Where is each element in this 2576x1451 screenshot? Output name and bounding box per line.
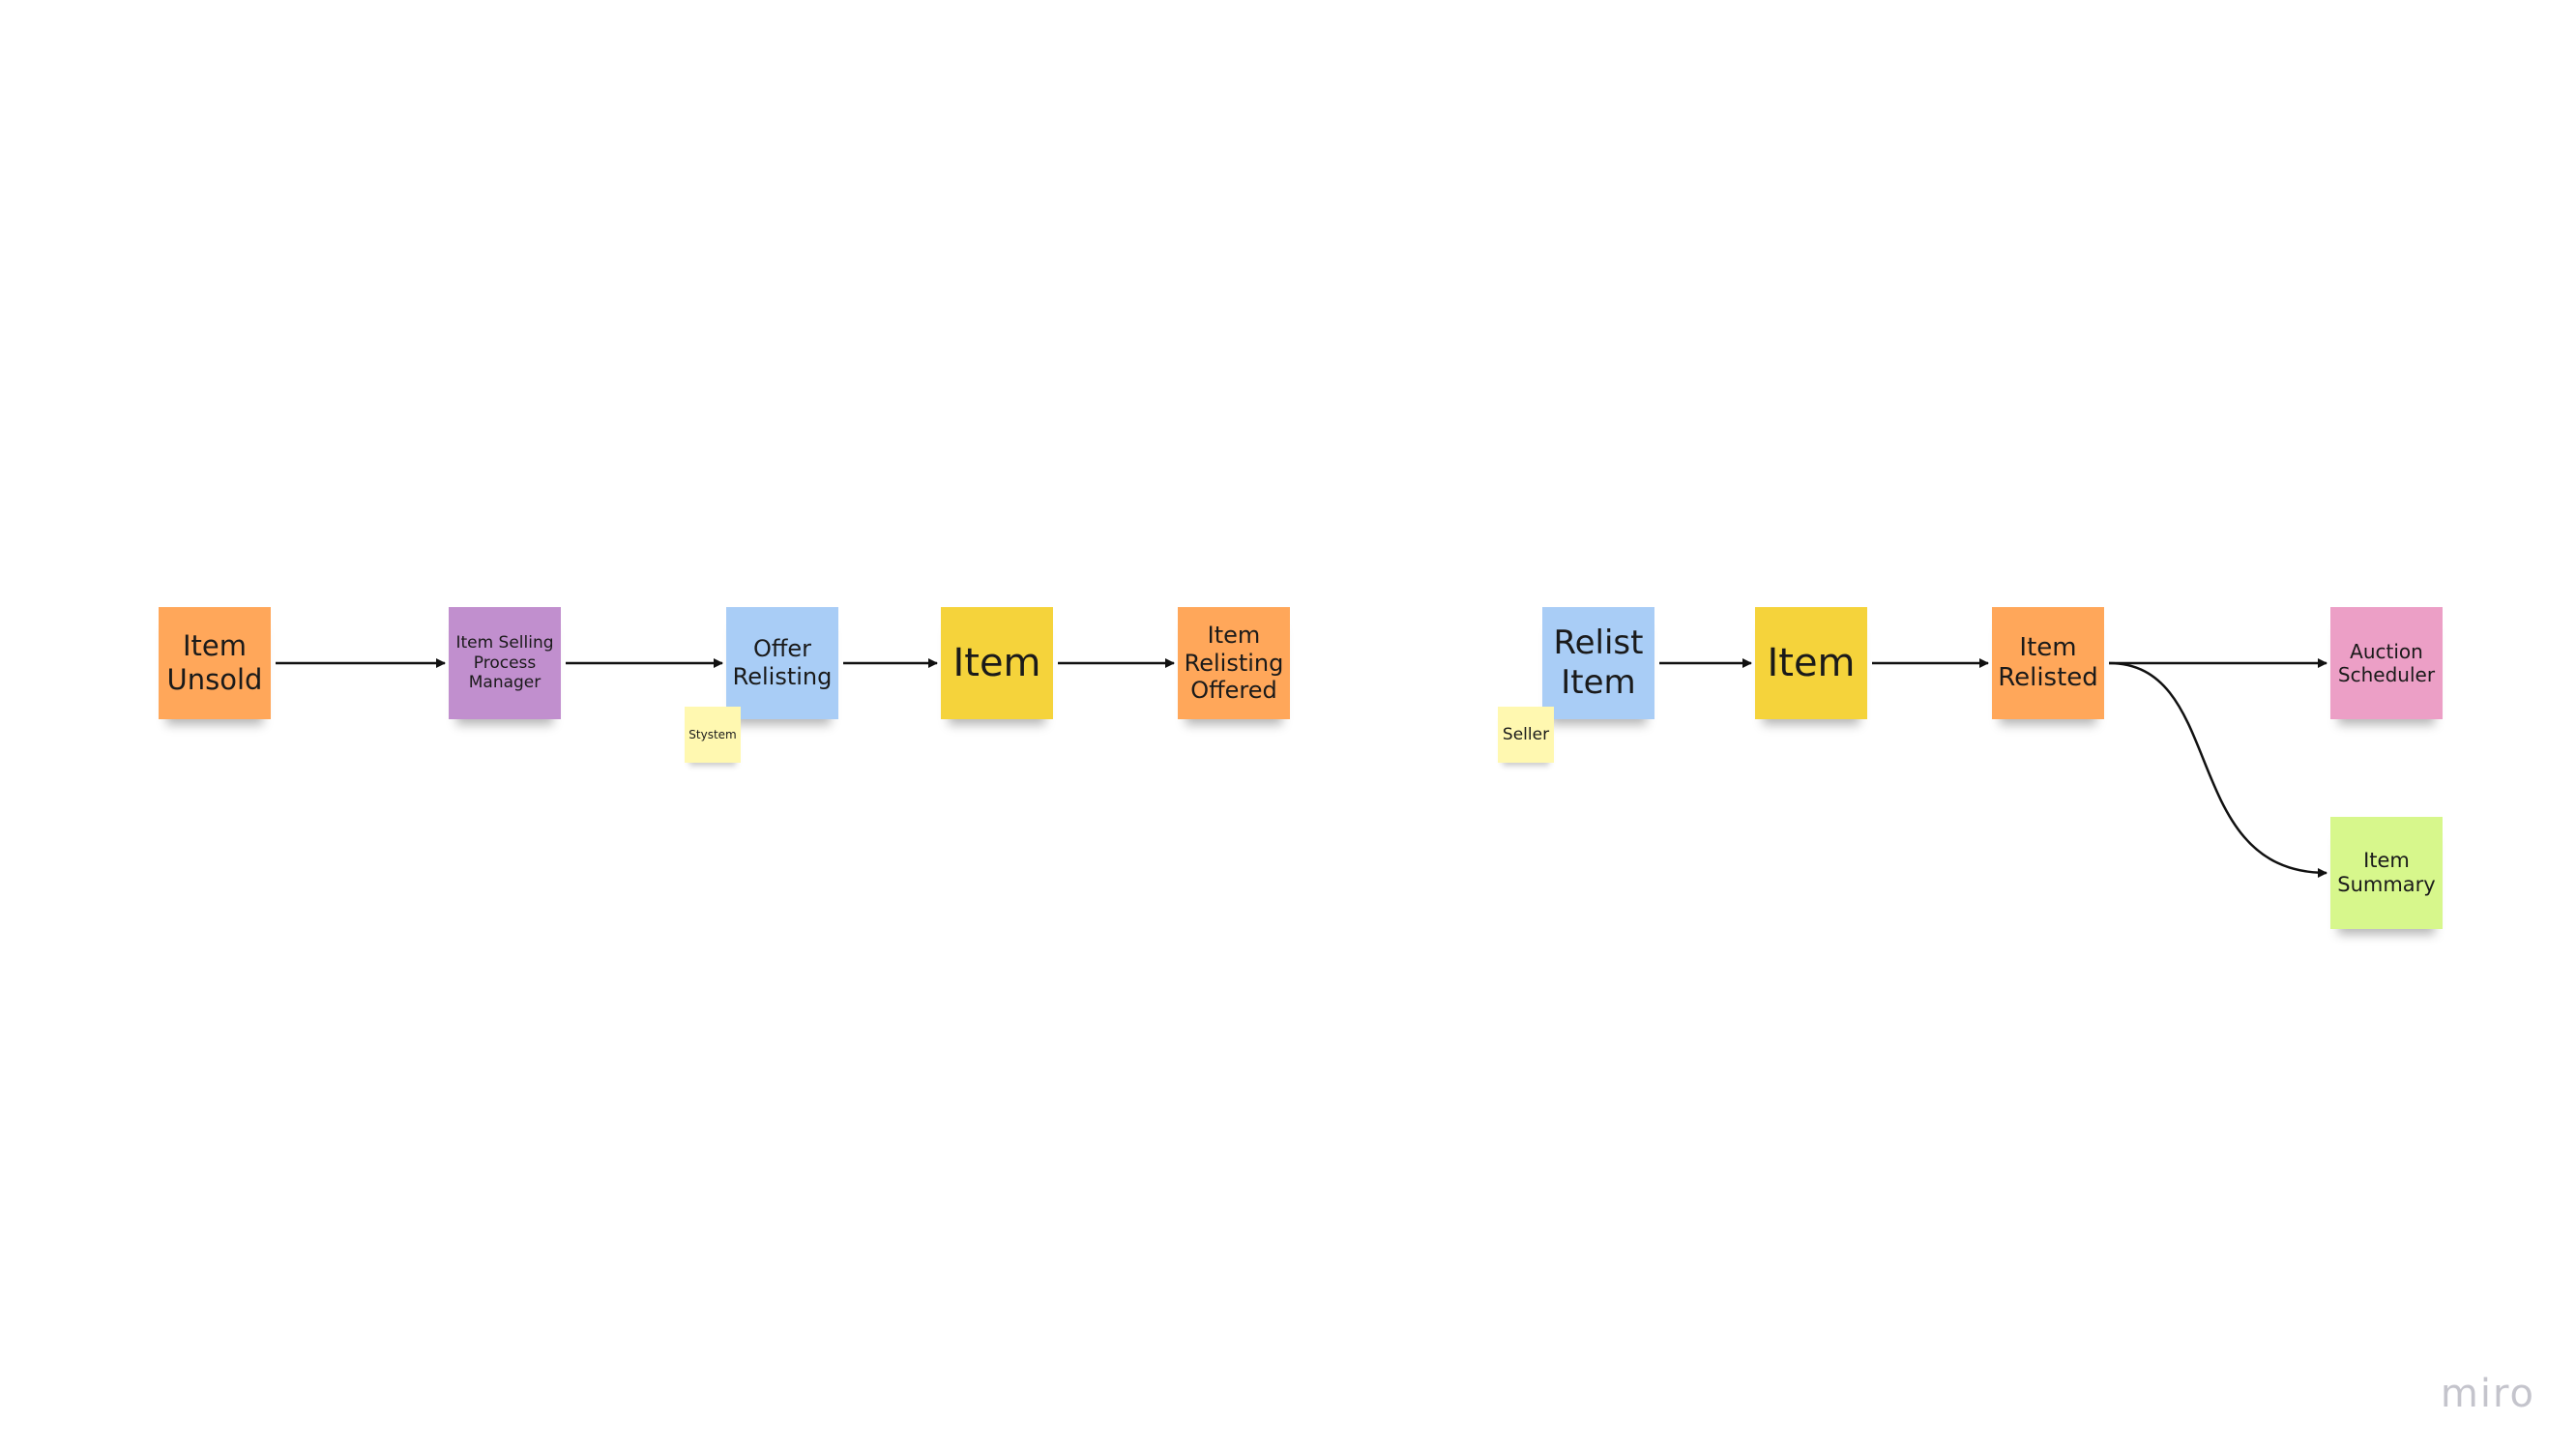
sticky-item-relisted[interactable]: Item Relisted [1992, 607, 2104, 719]
connector-item-relisted-to-item-summary[interactable] [2108, 661, 2327, 878]
sticky-item-aggregate-2-text: Item [1767, 641, 1856, 685]
sticky-actor-system[interactable]: Stystem [685, 707, 741, 763]
sticky-auction-scheduler-text: Auction Scheduler [2337, 640, 2436, 686]
sticky-item-summary[interactable]: Item Summary [2330, 817, 2443, 929]
sticky-item-selling-process-manager-text: Item Selling Process Manager [455, 633, 554, 693]
sticky-offer-relisting[interactable]: Offer Relisting [726, 607, 838, 719]
sticky-relist-item-text: Relist Item [1553, 624, 1644, 702]
sticky-offer-relisting-text: Offer Relisting [732, 635, 833, 690]
sticky-item-summary-text: Item Summary [2337, 848, 2436, 896]
sticky-auction-scheduler[interactable]: Auction Scheduler [2330, 607, 2443, 719]
sticky-item-relisted-text: Item Relisted [1998, 632, 2098, 692]
sticky-relist-item[interactable]: Relist Item [1542, 607, 1654, 719]
sticky-item-aggregate-1-text: Item [952, 641, 1041, 685]
sticky-item-aggregate-2[interactable]: Item [1755, 607, 1867, 719]
sticky-item-selling-process-manager[interactable]: Item Selling Process Manager [449, 607, 561, 719]
sticky-actor-system-text: Stystem [688, 727, 737, 741]
sticky-item-aggregate-1[interactable]: Item [941, 607, 1053, 719]
sticky-item-relisting-offered-text: Item Relisting Offered [1184, 621, 1284, 705]
sticky-actor-seller[interactable]: Seller [1498, 707, 1554, 763]
sticky-item-unsold[interactable]: Item Unsold [159, 607, 271, 719]
sticky-item-unsold-text: Item Unsold [166, 629, 263, 696]
miro-logo: miro [2440, 1372, 2535, 1416]
sticky-actor-seller-text: Seller [1502, 724, 1550, 744]
sticky-item-relisting-offered[interactable]: Item Relisting Offered [1178, 607, 1290, 719]
